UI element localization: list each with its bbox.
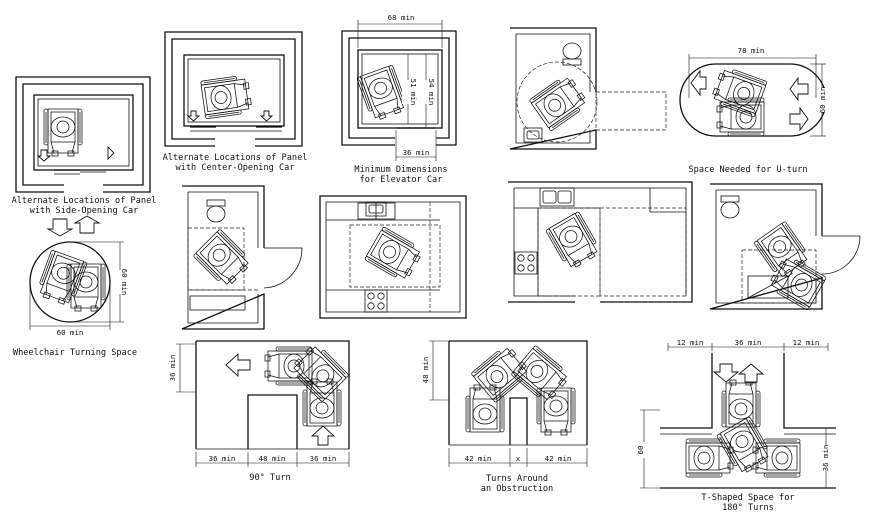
obstruction-caption-line-1: Turns Around xyxy=(486,474,548,484)
t-top-c-dim: 12 min xyxy=(793,338,820,347)
bathroom-plan-middle-left xyxy=(181,185,303,330)
elevator-width-dim: 68 min xyxy=(388,13,415,22)
obstruction-a-dim: 42 min xyxy=(465,454,492,463)
obstruction-caption-line-2: an Obstruction xyxy=(481,484,553,494)
elevator-depth-outer-dim: 54 min xyxy=(427,79,436,106)
u-turn-space: 78 min 60 min Space Needed for U-turn xyxy=(679,45,829,175)
ninety-caption: 90° Turn xyxy=(249,473,290,483)
t-top-a-dim: 12 min xyxy=(677,338,704,347)
side-opening-caption-line-2: with Side-Opening Car xyxy=(30,206,139,216)
elevator-door-dim: 36 min xyxy=(403,148,430,157)
turning-caption: Wheelchair Turning Space xyxy=(13,348,137,358)
ninety-c-dim: 36 min xyxy=(310,454,337,463)
bathroom-plan-right xyxy=(709,183,861,311)
uturn-caption: Space Needed for U-turn xyxy=(689,165,808,175)
uturn-depth-dim: 60 min xyxy=(818,87,827,114)
uturn-width-dim: 78 min xyxy=(738,46,765,55)
obstruction-depth-dim: 48 min xyxy=(421,357,430,384)
kitchen-plan-right xyxy=(508,181,693,303)
t-shaped-space: 12 min 36 min 12 min 60 36 min T-Shaped … xyxy=(636,338,836,513)
side-opening-elevator: Alternate Locations of Panel with Side-O… xyxy=(12,76,157,216)
obstruction-x-dim: x xyxy=(516,454,521,463)
turn-around-obstruction: 48 min 42 min x 42 min Turns Around an O… xyxy=(421,340,588,494)
center-opening-caption-line-2: with Center-Opening Car xyxy=(176,163,295,173)
ninety-a-dim: 36 min xyxy=(209,454,236,463)
obstruction-b-dim: 42 min xyxy=(545,454,572,463)
elevator-depth-inner-dim: 51 min xyxy=(409,79,418,106)
side-opening-caption-line-1: Alternate Locations of Panel xyxy=(12,196,157,206)
turning-height-dim: 60 min xyxy=(120,269,129,296)
turning-width-dim: 60 min xyxy=(57,328,84,337)
center-opening-caption-line-1: Alternate Locations of Panel xyxy=(163,153,308,163)
t-right-dim: 36 min xyxy=(821,445,830,472)
kitchen-plan-middle xyxy=(319,195,467,319)
ninety-degree-turn: 36 min 36 min 48 min 36 min 90° Turn xyxy=(168,340,350,483)
center-opening-elevator: Alternate Locations of Panel with Center… xyxy=(163,31,308,173)
t-shaped-caption-line-1: T-Shaped Space for xyxy=(701,493,794,503)
bathroom-plan-top xyxy=(509,27,667,150)
t-shaped-caption-line-2: 180° Turns xyxy=(722,503,774,513)
t-left-dim: 60 xyxy=(636,446,645,455)
ninety-b-dim: 48 min xyxy=(259,454,286,463)
minimum-dimensions-caption-line-2: for Elevator Car xyxy=(360,175,443,185)
t-top-b-dim: 36 min xyxy=(735,338,762,347)
wheelchair-turning-space: 60 min 60 min Wheelchair Turning Space xyxy=(13,215,137,358)
ninety-side-dim: 36 min xyxy=(168,355,177,382)
minimum-dimensions-elevator: 68 min 51 min 54 min 36 min Minimum Dime… xyxy=(341,12,457,185)
minimum-dimensions-caption-line-1: Minimum Dimensions xyxy=(354,165,447,175)
